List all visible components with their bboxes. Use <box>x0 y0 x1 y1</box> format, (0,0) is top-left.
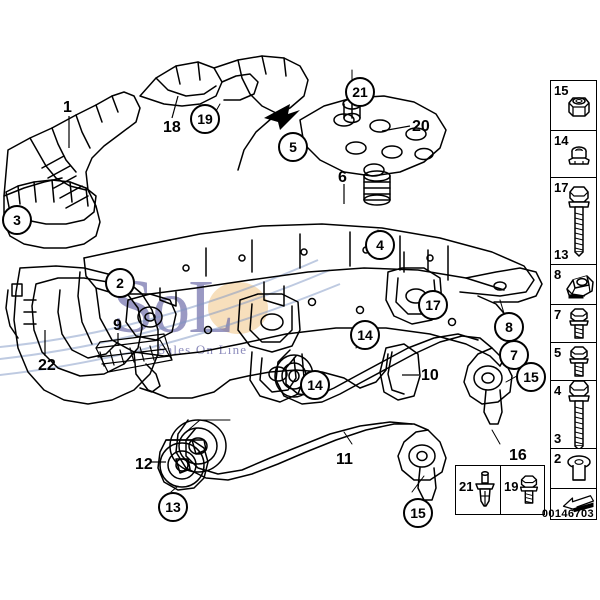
callout-20[interactable]: 20 <box>412 118 430 135</box>
callout-1[interactable]: 1 <box>63 99 72 116</box>
short-bolt-icon <box>562 305 595 342</box>
short-bolt-icon <box>562 343 595 380</box>
clamp-bracket-icon <box>562 265 595 304</box>
legend-number-top: 4 <box>554 383 562 398</box>
legend-cell-15[interactable]: 15 <box>550 80 597 130</box>
callout-11[interactable]: 11 <box>336 451 353 468</box>
callout-17[interactable]: 17 <box>418 290 448 320</box>
legend-cell-arrow-direction-icon[interactable] <box>550 488 597 520</box>
callout-5[interactable]: 5 <box>278 132 308 162</box>
callout-8[interactable]: 8 <box>494 312 524 342</box>
callout-15[interactable]: 15 <box>516 362 546 392</box>
flange-nut-icon <box>562 131 595 177</box>
callout-2[interactable]: 2 <box>105 268 135 298</box>
callout-3[interactable]: 3 <box>2 205 32 235</box>
bottom-cell-21[interactable]: 21 <box>455 465 500 515</box>
legend-number-bottom: 3 <box>554 431 562 446</box>
short-bolt-icon <box>516 466 542 514</box>
callout-10[interactable]: 10 <box>421 367 439 384</box>
callout-21[interactable]: 21 <box>345 77 375 107</box>
legend-number-top: 8 <box>554 267 562 282</box>
bottom-cell-number: 19 <box>504 479 519 494</box>
legend-number-top: 2 <box>554 451 562 466</box>
legend-cell-8[interactable]: 8 <box>550 264 597 304</box>
callout-16[interactable]: 16 <box>509 447 527 464</box>
bottom-fastener-strip: 21 19 <box>455 465 545 515</box>
arrow-direction-icon <box>562 489 595 519</box>
callout-15[interactable]: 15 <box>403 498 433 528</box>
legend-cell-14[interactable]: 14 <box>550 130 597 177</box>
legend-cell-2[interactable]: 2 <box>550 448 597 488</box>
legend-cell-7[interactable]: 7 <box>550 304 597 342</box>
legend-cell-5[interactable]: 5 <box>550 342 597 380</box>
cap-nut-icon <box>562 81 595 130</box>
diagram-part-number: 00146703 <box>541 508 594 520</box>
legend-number-top: 17 <box>554 180 569 195</box>
legend-number-top: 7 <box>554 307 562 322</box>
callout-6[interactable]: 6 <box>338 169 347 186</box>
legend-number-top: 15 <box>554 83 569 98</box>
bottom-cell-number: 21 <box>459 479 474 494</box>
bottom-cell-19[interactable]: 19 <box>500 465 545 515</box>
callout-19[interactable]: 19 <box>190 104 220 134</box>
callout-13[interactable]: 13 <box>158 492 188 522</box>
callout-18[interactable]: 18 <box>163 119 181 136</box>
callout-22[interactable]: 22 <box>38 357 56 374</box>
callout-14[interactable]: 14 <box>300 370 330 400</box>
rivet-plug-icon <box>562 449 595 488</box>
long-bolt-icon <box>562 379 595 451</box>
legend-number-top: 5 <box>554 345 562 360</box>
legend-number-top: 14 <box>554 133 569 148</box>
expanding-rivet-icon <box>472 466 498 514</box>
legend-number-bottom: 13 <box>554 247 569 262</box>
callout-12[interactable]: 12 <box>135 456 153 473</box>
callout-9[interactable]: 9 <box>113 317 122 334</box>
long-bolt-icon <box>562 178 595 264</box>
callout-14[interactable]: 14 <box>350 320 380 350</box>
callout-4[interactable]: 4 <box>365 230 395 260</box>
